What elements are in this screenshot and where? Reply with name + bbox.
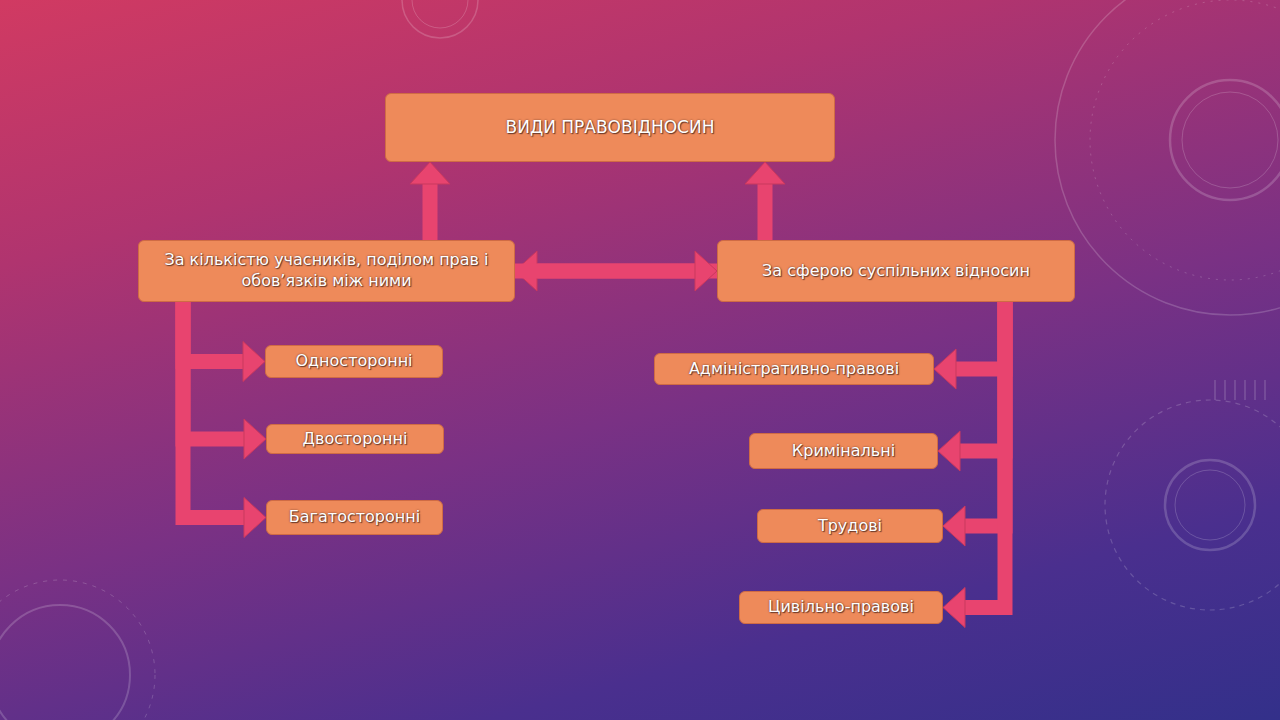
box-label: Кримінальні: [792, 441, 895, 462]
type-box: Адміністративно-правові: [654, 353, 934, 385]
box-label: Односторонні: [295, 351, 412, 372]
category-box: За кількістю учасників, поділом прав і о…: [138, 240, 515, 302]
box-label: Багатосторонні: [289, 507, 420, 528]
type-box: Кримінальні: [749, 433, 938, 469]
type-box: Багатосторонні: [266, 500, 443, 535]
box-label: За сферою суспільних відносин: [762, 261, 1030, 282]
box-label: Двосторонні: [303, 429, 408, 450]
connector-arrow: [938, 302, 1005, 471]
box-label: Цивільно-правові: [768, 597, 914, 618]
box-label: За кількістю учасників, поділом прав і о…: [147, 250, 506, 292]
connector-arrow: [943, 302, 1005, 546]
type-box: Цивільно-правові: [739, 591, 943, 624]
category-box: За сферою суспільних відносин: [717, 240, 1075, 302]
type-box: Трудові: [757, 509, 943, 543]
connector-arrow: [183, 302, 266, 459]
connector-arrow: [183, 302, 265, 382]
type-box: Двосторонні: [266, 424, 444, 454]
title-box: ВИДИ ПРАВОВІДНОСИН: [385, 93, 835, 162]
type-box: Односторонні: [265, 345, 443, 378]
box-label: Адміністративно-правові: [689, 359, 899, 380]
connector-arrow: [934, 302, 1005, 389]
box-label: ВИДИ ПРАВОВІДНОСИН: [506, 116, 715, 138]
connector-arrow: [183, 302, 266, 538]
connector-arrow: [943, 302, 1005, 628]
box-label: Трудові: [818, 516, 882, 537]
